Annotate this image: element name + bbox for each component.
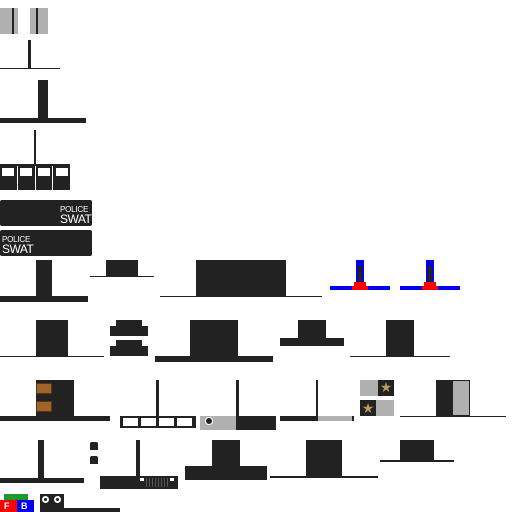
sprite-pole-base xyxy=(0,68,60,69)
siren-post-1-stem xyxy=(358,266,362,282)
sprite-block-d-base xyxy=(350,356,450,357)
sprite-block-a-base xyxy=(0,356,104,357)
sprite-pillar xyxy=(38,440,44,478)
sprite-window-divider-3 xyxy=(52,166,53,190)
sprite-bar-base xyxy=(280,416,354,421)
sprite-console-post xyxy=(136,440,140,478)
lock-icon-1 xyxy=(90,442,98,450)
sprite-door-right xyxy=(30,8,48,34)
legend-back-label: B xyxy=(21,501,28,511)
sprite-window-4 xyxy=(56,168,68,176)
sprite-camera-post xyxy=(236,380,239,416)
sprite-bar-post xyxy=(316,380,318,416)
sprite-console-light-2 xyxy=(140,478,144,481)
fence-slot-1 xyxy=(123,418,138,426)
sprite-stack-bottom-cap xyxy=(116,340,142,346)
sprite-stack-bottom xyxy=(110,346,148,356)
star-icon: ★ xyxy=(379,379,393,395)
sprite-tower-base xyxy=(0,296,88,302)
legend-back-swatch: B xyxy=(17,500,34,512)
sprite-cabinet-base xyxy=(270,476,378,478)
sprite-tower xyxy=(36,260,52,296)
sprite-window-2 xyxy=(20,168,32,176)
police-swat-panel-top: POLICE SWAT xyxy=(0,200,92,226)
sprite-window-3 xyxy=(38,168,50,176)
sprite-hut-base xyxy=(90,276,154,277)
sprite-fence-post xyxy=(156,380,159,416)
swat-label-bottom: SWAT xyxy=(2,242,34,256)
siren-bar-1-red xyxy=(352,286,368,290)
sprite-locker-door xyxy=(453,381,469,415)
crate-icon-2 xyxy=(36,401,52,412)
legend-green-strip xyxy=(4,494,28,500)
sprite-block-c-base xyxy=(280,338,344,346)
swat-label-top: SWAT xyxy=(60,212,92,226)
legend-front-swatch: F xyxy=(0,500,17,512)
sprite-console-grille xyxy=(146,478,168,487)
fence-slot-2 xyxy=(141,418,156,426)
sprite-door-left-edge xyxy=(12,8,14,34)
sprite-locker-base xyxy=(400,416,506,417)
sprite-pole xyxy=(28,40,31,68)
police-label-bottom: POLICE xyxy=(2,235,31,244)
sprite-block-b-base xyxy=(155,356,273,362)
sprite-window-1 xyxy=(2,168,14,176)
dial-icon-1 xyxy=(42,496,49,503)
siren-post-2-stem xyxy=(428,266,432,282)
sprite-stack-top-cap xyxy=(116,320,142,326)
sprite-block-b xyxy=(190,320,238,356)
sprite-kiosk xyxy=(212,440,240,466)
sprite-post-base xyxy=(0,118,86,123)
sprite-door-left xyxy=(0,8,18,34)
sprite-antenna xyxy=(34,130,36,166)
badge-tile-bottom-gray xyxy=(376,400,394,416)
star-icon-2: ★ xyxy=(361,400,375,416)
sprite-hut xyxy=(106,260,138,276)
sprite-building xyxy=(196,260,286,296)
badge-tile-top-gray xyxy=(360,380,378,396)
sprite-bar-gray xyxy=(318,416,352,421)
legend-front-label: F xyxy=(4,501,10,511)
sprite-shelf xyxy=(400,440,434,460)
police-label-top: POLICE xyxy=(60,205,89,214)
crate-icon-1 xyxy=(36,383,52,394)
fence-slot-3 xyxy=(159,418,174,426)
police-swat-panel-bottom: POLICE SWAT xyxy=(0,230,92,256)
lock-icon-2 xyxy=(90,456,98,464)
sprite-block-a xyxy=(36,320,68,356)
fence-slot-4 xyxy=(177,418,192,426)
sprite-kiosk-base xyxy=(185,466,267,480)
sprite-window-divider-1 xyxy=(17,166,18,190)
sprite-cabinet xyxy=(306,440,342,476)
camera-icon xyxy=(205,417,213,425)
sprite-window-divider-2 xyxy=(35,166,36,190)
sprite-block-d xyxy=(386,320,414,356)
sprite-crate-stand-base xyxy=(0,416,110,421)
sprite-long-bar xyxy=(40,508,120,512)
sprite-shelf-base xyxy=(380,460,454,462)
sprite-door-right-edge xyxy=(36,8,38,34)
sprite-stack-top xyxy=(110,326,148,336)
sprite-post xyxy=(38,80,48,118)
dial-icon-2 xyxy=(54,496,61,503)
sprite-console-light xyxy=(170,478,174,481)
sprite-building-base xyxy=(160,296,322,297)
siren-bar-2-red xyxy=(422,286,438,290)
sprite-pillar-base xyxy=(0,478,84,483)
sprite-block-c xyxy=(298,320,326,338)
